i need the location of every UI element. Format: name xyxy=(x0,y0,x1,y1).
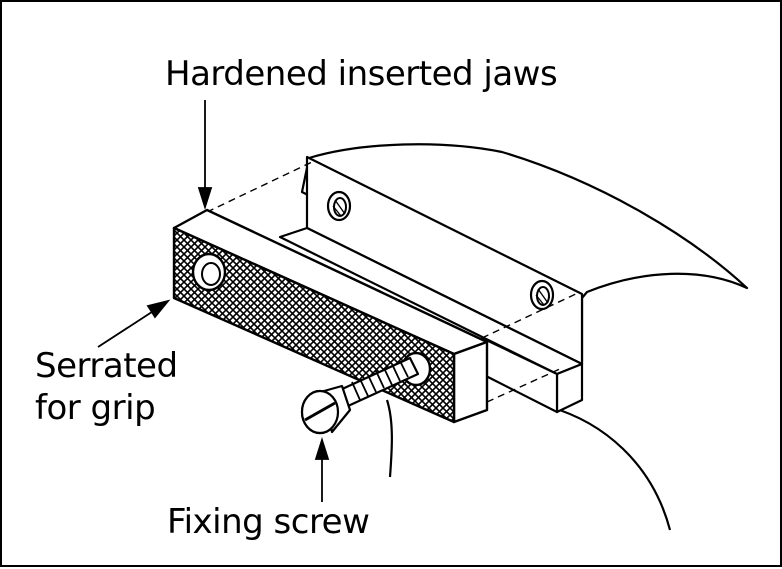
vice-body-top-surface xyxy=(300,143,749,374)
label-hardened-inserted-jaws: Hardened inserted jaws xyxy=(165,54,558,94)
screw-slot xyxy=(304,401,336,422)
arrow-hardened-jaws xyxy=(197,100,213,210)
fixing-screw xyxy=(300,356,420,435)
arrow-serrated xyxy=(97,299,171,348)
vice-body-front-curve xyxy=(549,405,672,531)
leader-arrows xyxy=(97,100,330,502)
seat-hole-right xyxy=(529,279,555,311)
arrow-fixing-screw xyxy=(314,437,330,502)
vice-body xyxy=(300,143,749,531)
screw-threads xyxy=(351,360,409,401)
seat-hole-left xyxy=(326,190,352,222)
jaw-end-face xyxy=(452,340,489,424)
vice-body-lower-curve xyxy=(385,399,393,478)
jaw-hole-left xyxy=(191,252,227,292)
jaw-seat xyxy=(278,155,584,414)
label-fixing-screw: Fixing screw xyxy=(167,502,370,542)
alignment-lines xyxy=(206,161,581,403)
label-serrated: Serrated xyxy=(35,346,178,386)
label-for-grip: for grip xyxy=(35,388,156,428)
